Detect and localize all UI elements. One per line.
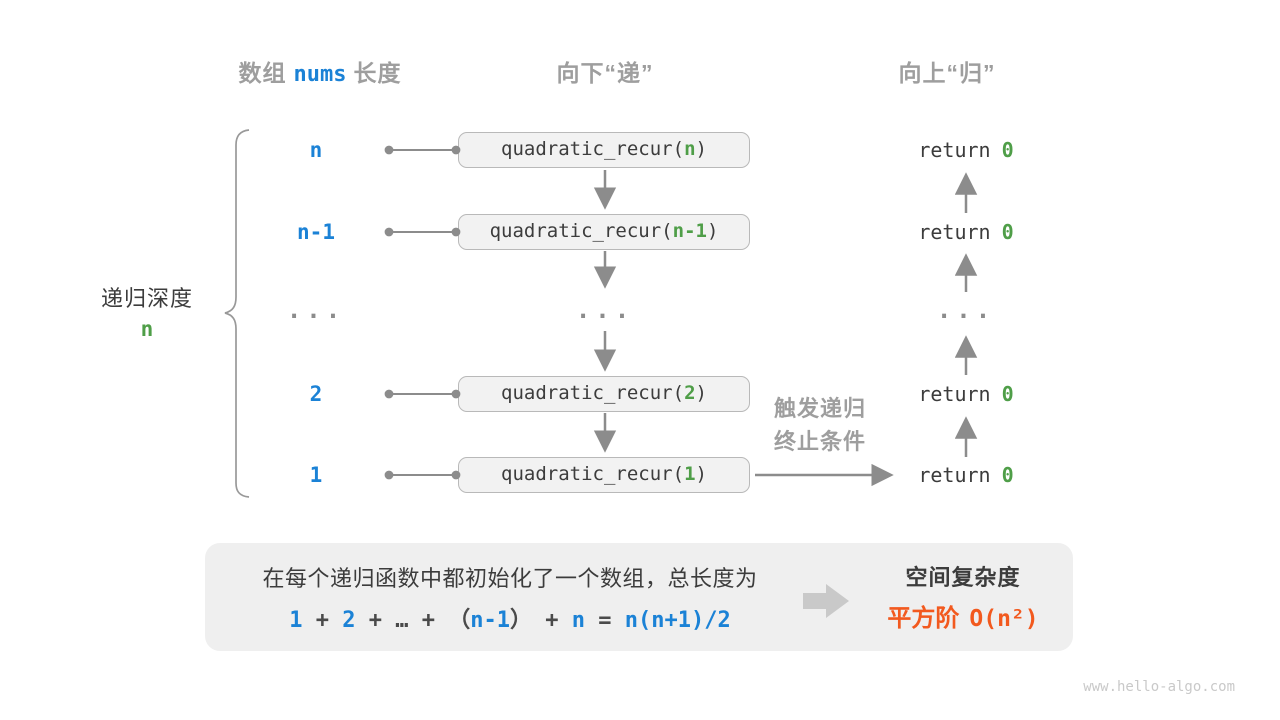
connector-lines xyxy=(384,145,461,480)
header-array-prefix: 数组 xyxy=(238,60,287,86)
formula: 1 + 2 + … + （n-1） + n = n(n+1)/2 xyxy=(215,602,805,634)
call-arg: 1 xyxy=(684,463,696,485)
return-value: 0 xyxy=(1001,463,1014,487)
return-stmt-n: return 0 xyxy=(880,132,1052,168)
summary-panel xyxy=(205,543,1073,651)
return-ellipsis: ... xyxy=(936,296,996,324)
formula-part: n xyxy=(571,608,586,633)
return-value: 0 xyxy=(1001,382,1014,406)
return-stmt-2: return 0 xyxy=(880,376,1052,412)
return-value: 0 xyxy=(1001,138,1014,162)
formula-part: + xyxy=(302,608,343,633)
call-text: ) xyxy=(695,382,707,404)
formula-part: （ xyxy=(448,608,471,633)
return-keyword: return xyxy=(918,463,991,487)
header-descend: 向下“递” xyxy=(556,60,654,86)
formula-part: + xyxy=(532,608,572,633)
formula-part: + xyxy=(408,608,449,633)
call-text: ) xyxy=(695,463,707,485)
formula-part: ） xyxy=(510,608,533,633)
return-stmt-1: return 0 xyxy=(880,457,1052,493)
formula-part: n(n+1)/2 xyxy=(624,608,731,633)
watermark: www.hello-algo.com xyxy=(1083,679,1235,695)
length-label-n: n xyxy=(309,138,323,162)
formula-part: 2 xyxy=(342,608,356,633)
length-label-2: 2 xyxy=(309,382,323,406)
call-ellipsis: ... xyxy=(575,296,635,324)
space-complexity-value: 平方阶 O(n²) xyxy=(865,598,1061,633)
length-label-n1: n-1 xyxy=(297,220,335,244)
return-keyword: return xyxy=(918,138,991,162)
formula-part: + xyxy=(355,608,396,633)
formula-part: 1 xyxy=(289,608,303,633)
return-keyword: return xyxy=(918,220,991,244)
formula-part: n-1 xyxy=(470,608,511,633)
header-ascend: 向上“归” xyxy=(898,60,996,86)
depth-label-title: 递归深度 xyxy=(100,286,193,311)
depth-brace xyxy=(224,129,250,498)
call-box-n1: quadratic_recur(n-1) xyxy=(458,214,750,250)
summary-text: 在每个递归函数中都初始化了一个数组，总长度为 xyxy=(262,566,758,591)
return-value: 0 xyxy=(1001,220,1014,244)
formula-part: … xyxy=(395,608,409,633)
header-array-suffix: 长度 xyxy=(353,60,402,86)
complexity-big-o: O(n²) xyxy=(969,606,1039,632)
call-box-1: quadratic_recur(1) xyxy=(458,457,750,493)
space-complexity-title: 空间复杂度 xyxy=(905,565,1021,590)
call-text: ) xyxy=(706,220,719,242)
call-text: quadratic_recur( xyxy=(501,463,685,485)
length-ellipsis: ... xyxy=(286,296,346,324)
trigger-note: 触发递归 终止条件 xyxy=(758,392,882,458)
length-label-1: 1 xyxy=(309,463,323,487)
complexity-order-cn: 平方阶 xyxy=(887,605,960,632)
call-arg: 2 xyxy=(684,382,696,404)
trigger-note-line1: 触发递归 xyxy=(773,396,866,421)
call-text: quadratic_recur( xyxy=(501,382,685,404)
call-arg: n xyxy=(684,138,696,160)
call-text: quadratic_recur( xyxy=(501,138,685,160)
call-box-n: quadratic_recur(n) xyxy=(458,132,750,168)
call-box-2: quadratic_recur(2) xyxy=(458,376,750,412)
depth-label-value: n xyxy=(140,317,154,341)
header-array-code: nums xyxy=(293,62,347,87)
call-text: ) xyxy=(695,138,707,160)
call-text: quadratic_recur( xyxy=(489,220,673,242)
trigger-note-line2: 终止条件 xyxy=(773,429,866,454)
formula-part: = xyxy=(585,608,625,633)
call-arg: n-1 xyxy=(672,220,707,242)
return-stmt-n1: return 0 xyxy=(880,214,1052,250)
return-keyword: return xyxy=(918,382,991,406)
